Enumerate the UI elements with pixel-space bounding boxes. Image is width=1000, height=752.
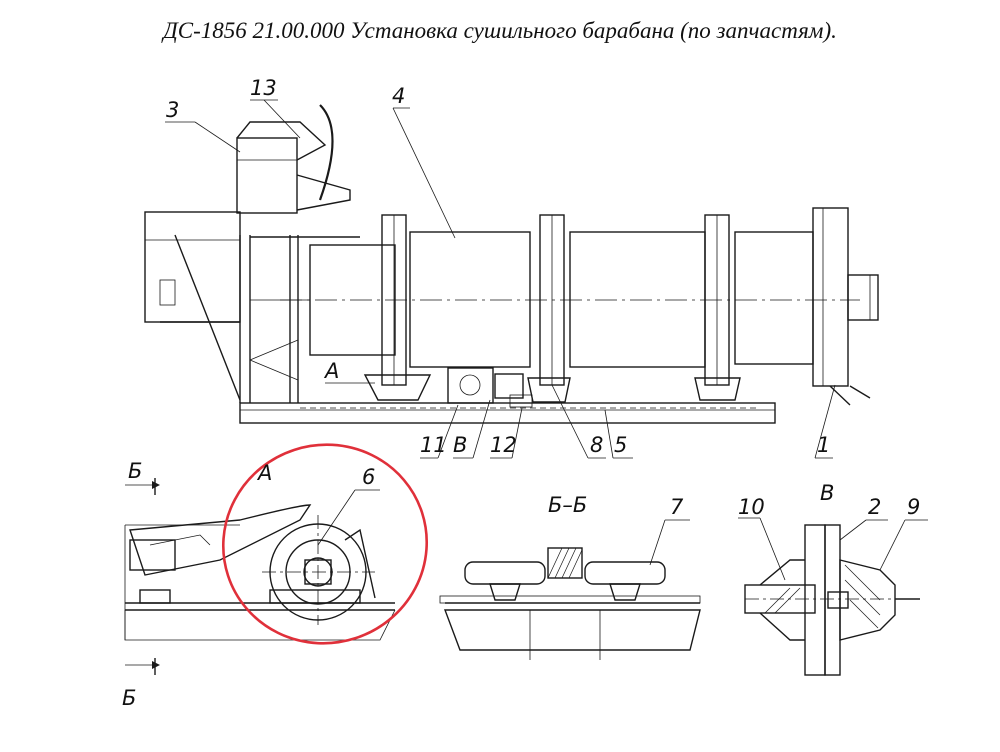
callout-11: 11 [420,433,447,457]
callout-7: 7 [670,495,684,519]
support-roller [464,561,546,585]
main-assembly-view [144,104,879,424]
section-label-b-bottom: Б [122,686,136,710]
view-label-v-main: В [453,433,467,457]
drum-segment [569,231,706,368]
section-mark-b [125,478,160,675]
highlight-ellipse [221,443,429,645]
callout-3: 3 [166,98,179,122]
callout-8: 8 [590,433,603,457]
callout-12: 12 [490,433,517,457]
drum-segment [409,231,531,368]
view-label-v-detail: В [820,481,834,505]
detail-view-a [124,489,396,641]
callout-10: 10 [738,495,765,519]
detail-view-v [738,517,928,676]
callout-1: 1 [817,433,830,457]
callout-6: 6 [362,465,375,489]
callout-13: 13 [250,76,277,100]
callout-9: 9 [907,495,920,519]
section-view-bb [439,519,701,660]
callout-5: 5 [614,433,627,457]
callout-4: 4 [392,84,405,108]
section-title-bb: Б–Б [548,493,587,517]
section-label-b-top: Б [128,459,142,483]
loading-hopper [236,137,298,214]
leader-lines [165,99,836,459]
view-label-a-detail: А [256,461,272,485]
callout-2: 2 [868,495,881,519]
bandage-ring [381,214,407,386]
drawing-title: ДС-1856 21.00.000 Установка сушильного б… [163,18,837,43]
view-label-a-main: А [323,359,339,383]
support-roller [584,561,666,585]
bandage-ring [704,214,730,386]
motor [447,367,494,404]
